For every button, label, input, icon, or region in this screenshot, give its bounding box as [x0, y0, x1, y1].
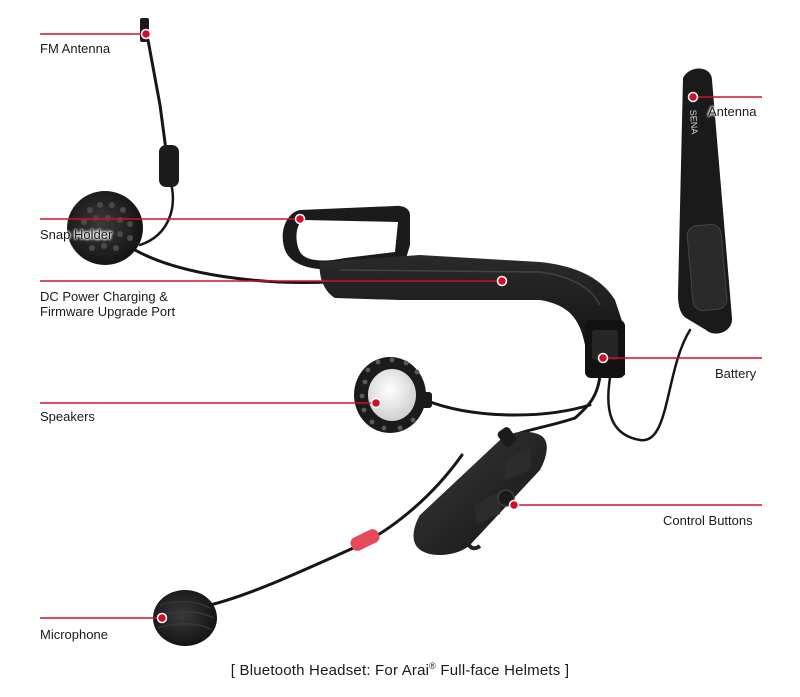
caption-registered-mark: ®: [429, 661, 437, 671]
snap-holder-part: [67, 191, 143, 265]
control-unit-part: [413, 427, 547, 556]
callout-dots: [140, 28, 699, 624]
figure-caption: [ Bluetooth Headset: For Arai® Full-face…: [0, 661, 800, 679]
label-speakers: Speakers: [40, 409, 95, 424]
label-antenna: Antenna: [708, 104, 757, 119]
svg-text:SENA: SENA: [688, 109, 700, 134]
microphone-part: [153, 529, 380, 646]
speaker-part: [354, 357, 432, 433]
main-body: [282, 205, 625, 378]
label-dc-power-line2: Firmware Upgrade Port: [40, 304, 176, 319]
caption-suffix: Full-face Helmets ]: [436, 662, 570, 679]
callout-lines: [40, 33, 762, 619]
antenna-part: SENA: [678, 68, 733, 334]
label-battery: Battery: [715, 366, 757, 381]
label-snap-holder: Snap Holder: [40, 227, 113, 242]
caption-prefix: [ Bluetooth Headset: For Arai: [230, 662, 430, 679]
label-control-buttons: Control Buttons: [663, 513, 753, 528]
label-dc-power-line1: DC Power Charging &: [40, 289, 168, 304]
label-fm-antenna: FM Antenna: [40, 41, 111, 56]
label-microphone: Microphone: [40, 627, 108, 642]
